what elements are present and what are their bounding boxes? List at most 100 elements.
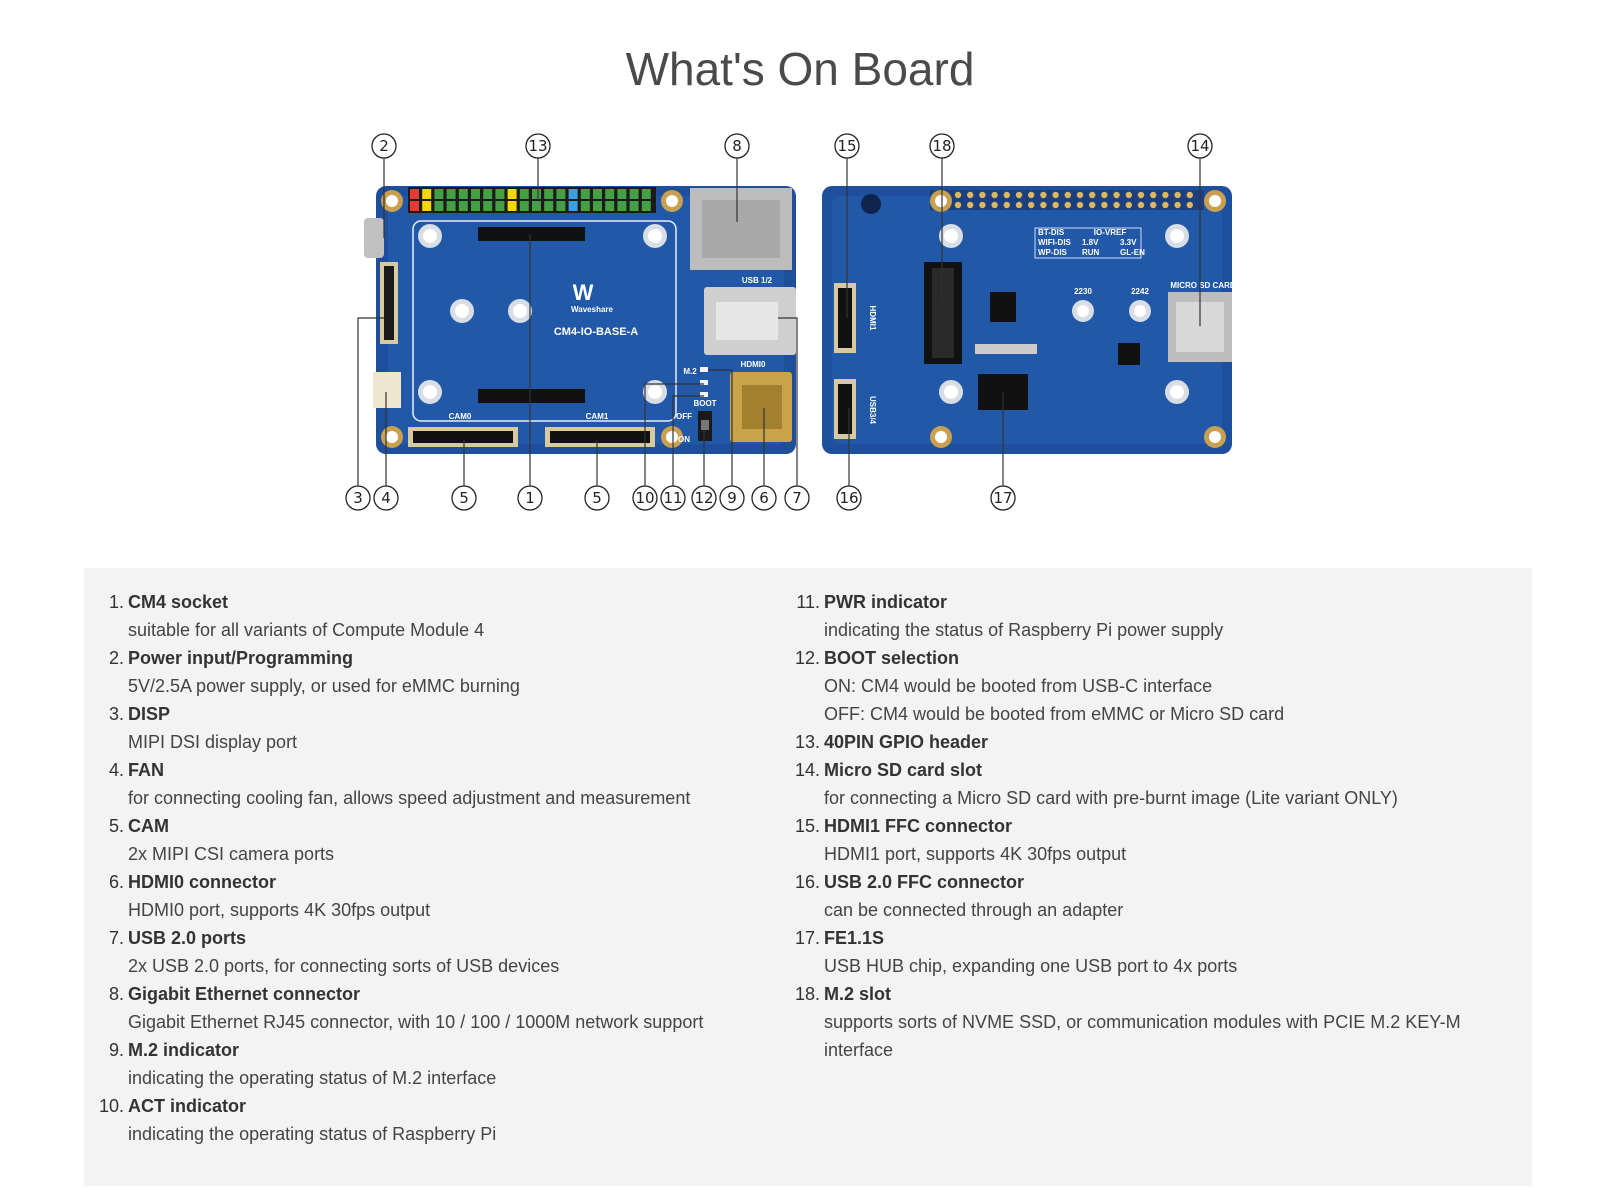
feature-title: 40PIN GPIO header — [824, 732, 989, 752]
feature-description: MIPI DSI display port — [128, 732, 298, 752]
callout-circle — [1187, 133, 1213, 159]
callout-lines — [357, 158, 1201, 486]
m2-led-label: M.2 — [683, 367, 697, 376]
feature-description: USB HUB chip, expanding one USB port to … — [824, 956, 1238, 976]
feature-description: supports sorts of NVME SSD, or communica… — [824, 1012, 1461, 1032]
feature-description: HDMI0 port, supports 4K 30fps output — [128, 900, 431, 920]
feature-description: OFF: CM4 would be booted from eMMC or Mi… — [824, 704, 1285, 724]
feature-title: FE1.1S — [824, 928, 885, 948]
feature-number: 16. — [794, 872, 820, 892]
feature-description: interface — [824, 1040, 894, 1060]
back-board: 2230 2242 HDMI1 USB3/4 IO-VREF BT-DIS WI… — [822, 186, 1236, 454]
btdis-label: BT-DIS — [1038, 228, 1065, 237]
run-label: RUN — [1082, 248, 1100, 257]
feature-number: 10. — [98, 1096, 124, 1116]
callout-circle — [724, 133, 750, 159]
callout-circle — [517, 485, 543, 511]
callout-number: 9 — [727, 489, 737, 507]
callout-circle — [345, 485, 371, 511]
feature-description: ON: CM4 would be booted from USB-C inter… — [824, 676, 1213, 696]
callout-circle — [660, 485, 686, 511]
callout-number: 5 — [592, 489, 602, 507]
feature-number: 6. — [108, 872, 124, 892]
hdmi0-label: HDMI0 — [741, 360, 766, 369]
callout-number: 8 — [732, 137, 742, 155]
feature-description: 2x USB 2.0 ports, for connecting sorts o… — [128, 956, 560, 976]
wpdis-label: WP-DIS — [1038, 248, 1068, 257]
callout-number: 6 — [759, 489, 769, 507]
callout-circle — [784, 485, 810, 511]
feature-description: for connecting a Micro SD card with pre-… — [824, 788, 1398, 808]
callout-circle — [691, 485, 717, 511]
feature-title: ACT indicator — [128, 1096, 247, 1116]
callout-number: 17 — [993, 489, 1012, 507]
callout-number: 7 — [792, 489, 802, 507]
feature-description: indicating the operating status of Raspb… — [128, 1124, 497, 1144]
callout-number: 13 — [528, 137, 547, 155]
callout-number: 3 — [353, 489, 363, 507]
feature-title: Micro SD card slot — [824, 760, 983, 780]
callout-number: 18 — [932, 137, 951, 155]
callout-circle — [751, 485, 777, 511]
callout-circle — [584, 485, 610, 511]
usb34-label: USB3/4 — [868, 396, 877, 425]
callout-circle — [632, 485, 658, 511]
callout-number: 11 — [663, 489, 682, 507]
feature-description: for connecting cooling fan, allows speed… — [128, 788, 691, 808]
hdmi1-label: HDMI1 — [868, 306, 877, 331]
callout-number: 5 — [459, 489, 469, 507]
callout-number: 15 — [837, 137, 856, 155]
iovref-label: IO-VREF — [1094, 228, 1127, 237]
feature-number: 12. — [794, 648, 820, 668]
callout-circle — [836, 485, 862, 511]
feature-description: indicating the operating status of M.2 i… — [128, 1068, 497, 1088]
callout-circle — [371, 133, 397, 159]
feature-title: CAM — [128, 816, 169, 836]
feature-item: 13.40PIN GPIO header — [795, 728, 1504, 756]
feature-description: HDMI1 port, supports 4K 30fps output — [824, 844, 1127, 864]
callout-number: 12 — [694, 489, 713, 507]
wifidis-label: WIFI-DIS — [1038, 238, 1072, 247]
v18-label: 1.8V — [1082, 238, 1099, 247]
callout-circle — [990, 485, 1016, 511]
callout-number: 1 — [525, 489, 535, 507]
feature-title: BOOT selection — [824, 648, 960, 668]
feature-title: FAN — [128, 760, 164, 780]
board-diagram: W Waveshare CM4-IO-BASE-A CAM0 CAM1 USB … — [345, 133, 1236, 511]
callout-circle — [451, 485, 477, 511]
svg-text:W: W — [573, 280, 594, 305]
glen-label: GL-EN — [1120, 248, 1145, 257]
callout-number: 14 — [1190, 137, 1209, 155]
feature-number: 15. — [794, 816, 820, 836]
feature-description: 2x MIPI CSI camera ports — [128, 844, 335, 864]
callout-circle — [525, 133, 551, 159]
v33-label: 3.3V — [1120, 238, 1137, 247]
microsd-label: MICRO SD CARD — [1170, 281, 1236, 290]
feature-number: 14. — [794, 760, 820, 780]
feature-number: 5. — [108, 816, 124, 836]
feature-description: suitable for all variants of Compute Mod… — [128, 620, 485, 640]
callout-circle — [719, 485, 745, 511]
feature-number: 3. — [108, 704, 124, 724]
usb12-label: USB 1/2 — [742, 276, 773, 285]
feature-item: 10.ACT indicator indicating the operating… — [99, 1092, 768, 1148]
feature-number: 8. — [108, 984, 124, 1004]
feature-description: indicating the status of Raspberry Pi po… — [824, 620, 1224, 640]
feature-item: 14.Micro SD card slot for connecting a Mi… — [795, 756, 1504, 812]
feature-title: USB 2.0 ports — [128, 928, 247, 948]
feature-title: HDMI0 connector — [128, 872, 277, 892]
boot-label: BOOT — [693, 399, 716, 408]
